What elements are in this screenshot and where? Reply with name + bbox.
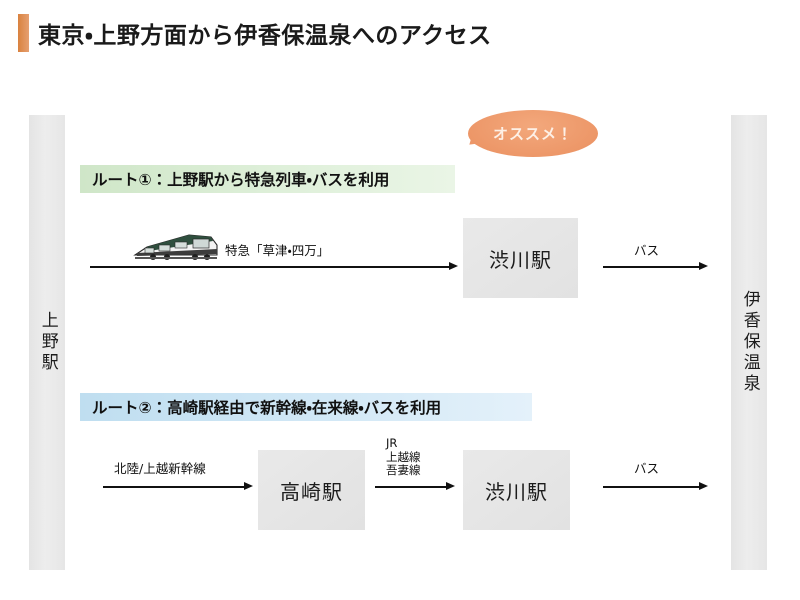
origin-label: 上野駅 — [37, 311, 58, 374]
route-1-express-arrow — [90, 262, 458, 271]
destination-label: 伊香保温泉 — [739, 290, 760, 395]
route-2-jr-label-line3: 吾妻線 — [386, 463, 421, 478]
route-2-station-takasaki: 高崎駅 — [258, 450, 365, 530]
route-2-heading: ルート②：高崎駅経由で新幹線・在来線・バスを利用 — [80, 393, 532, 421]
route-2-jr-arrow — [375, 482, 455, 491]
route-1-heading: ルート①：上野駅から特急列車・バスを利用 — [80, 165, 455, 193]
recommend-bubble-text: オススメ！ — [492, 125, 573, 143]
title-accent-bar — [18, 14, 29, 52]
route-1-bus-label: バス — [634, 243, 660, 258]
recommend-bubble: オススメ！ — [468, 110, 598, 157]
route-2-heading-text: ルート②：高崎駅経由で新幹線・在来線・バスを利用 — [92, 399, 442, 417]
route-1-station-shibukawa: 渋川駅 — [463, 218, 578, 298]
origin-column: 上野駅 — [29, 115, 65, 570]
route-2-jr-label-line1: JR — [386, 436, 398, 450]
route-1-bus-arrow — [603, 262, 708, 271]
route-2-bus-arrow — [603, 482, 708, 491]
train-photo-icon — [133, 234, 218, 260]
route-2-jr-label: JR 上越線 吾妻線 — [386, 436, 421, 478]
route-2-station-takasaki-label: 高崎駅 — [280, 479, 343, 504]
route-2-station-shibukawa-label: 渋川駅 — [485, 479, 548, 504]
route-2-jr-label-line2: 上越線 — [386, 449, 421, 464]
route-2-station-shibukawa: 渋川駅 — [463, 450, 570, 530]
destination-column: 伊香保温泉 — [731, 115, 767, 570]
page-title: 東京・上野方面から伊香保温泉へのアクセス — [38, 23, 492, 49]
route-1-heading-text: ルート①：上野駅から特急列車・バスを利用 — [92, 171, 390, 189]
route-1-express-label: 特急「草津・四万」 — [225, 243, 330, 258]
route-2-bus-label: バス — [634, 461, 660, 476]
route-2-shinkansen-arrow — [103, 482, 253, 491]
route-2-shinkansen-label: 北陸/上越新幹線 — [114, 461, 206, 476]
route-1-station-shibukawa-label: 渋川駅 — [489, 247, 552, 272]
